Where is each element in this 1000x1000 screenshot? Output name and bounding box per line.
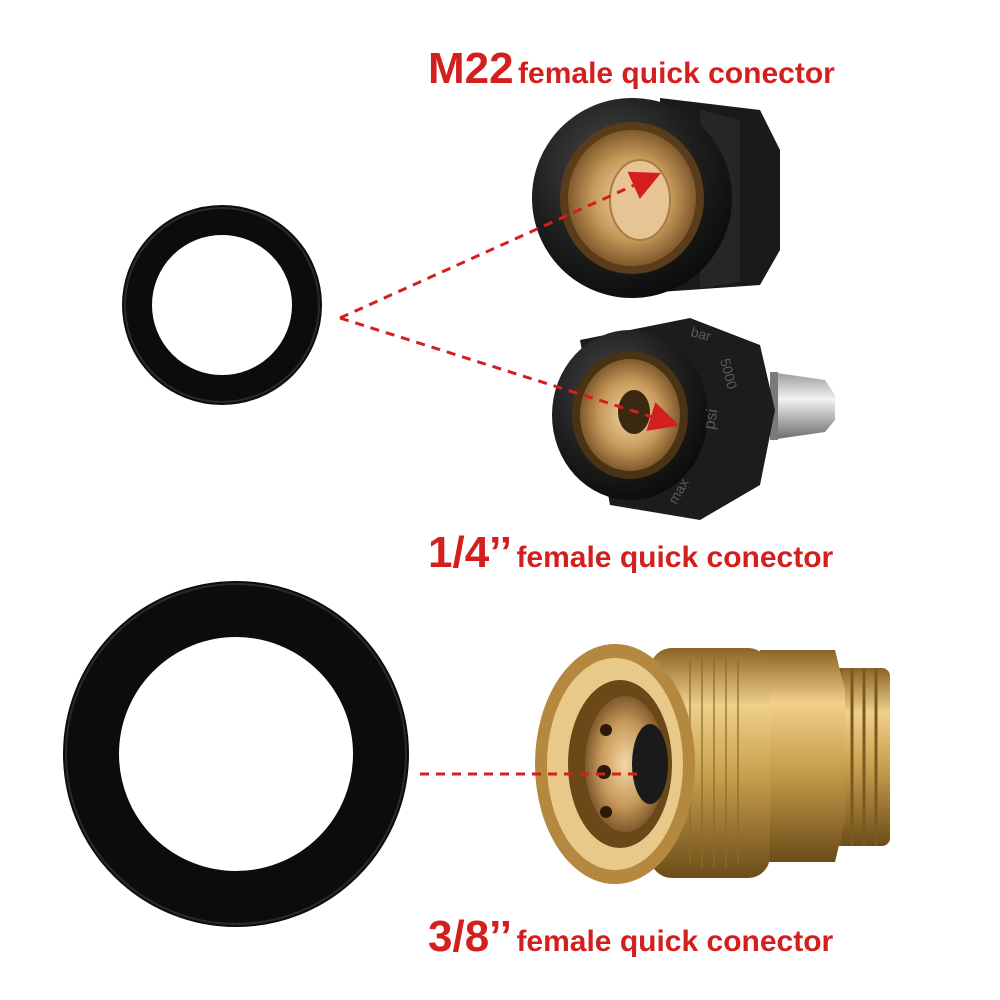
large-o-ring — [63, 581, 409, 927]
quarter-inch-connector: bar 5000 psi max — [552, 318, 835, 520]
label-quarter-text: female quick conector — [516, 541, 834, 574]
label-three-eighths: 3/8’’ female quick conector — [428, 912, 833, 962]
arrows — [339, 171, 680, 776]
label-m22: M22 female quick conector — [428, 44, 835, 94]
coupler-pressure-marking: 5000 — [717, 357, 741, 391]
small-o-ring — [122, 205, 322, 405]
label-m22-text: female quick conector — [518, 57, 835, 90]
label-three-eighths-size: 3/8’’ — [428, 912, 512, 961]
three-eighths-connector — [535, 644, 890, 884]
label-quarter-size: 1/4’’ — [428, 528, 512, 577]
label-m22-size: M22 — [428, 44, 514, 93]
m22-connector — [532, 98, 780, 298]
label-three-eighths-text: female quick conector — [516, 925, 834, 958]
label-quarter: 1/4’’ female quick conector — [428, 528, 833, 578]
coupler-bar-marking: bar — [689, 323, 713, 344]
coupler-psi-marking: psi — [701, 408, 721, 431]
arrow-to-m22 — [339, 171, 661, 320]
